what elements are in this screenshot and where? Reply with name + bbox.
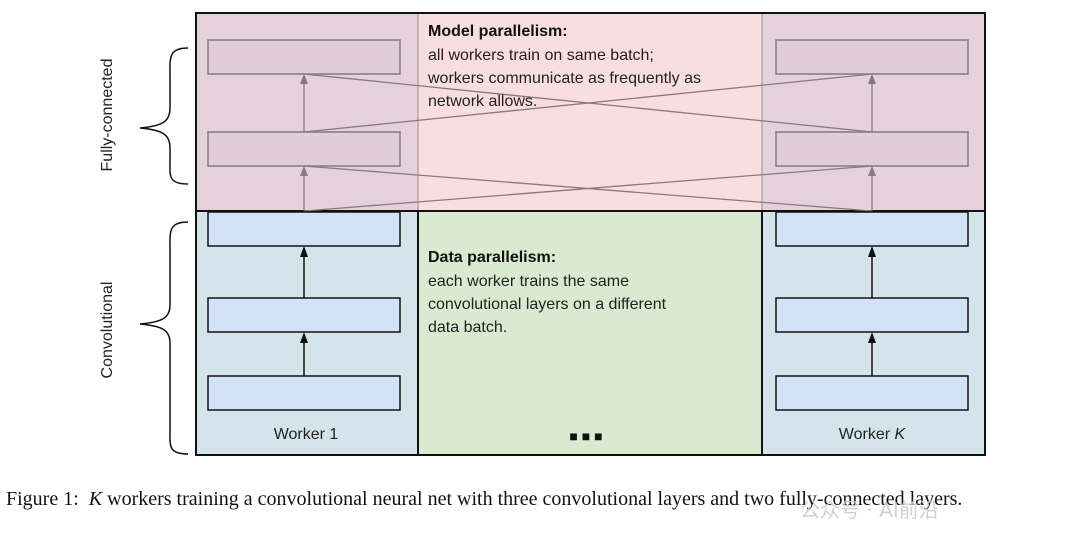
fc-vertical-arrows xyxy=(303,82,873,211)
conv-worker-k-column xyxy=(762,211,985,455)
convolutional-brace xyxy=(139,221,189,455)
conv-layer-2-worker-k xyxy=(775,297,969,333)
data-parallelism-heading: Data parallelism: xyxy=(428,249,556,266)
fc-layer-2-worker-k xyxy=(775,39,969,75)
conv-layer-3-worker-1 xyxy=(207,211,401,247)
caption-var: K xyxy=(88,488,103,510)
conv-layer-2-worker-1 xyxy=(207,297,401,333)
worker-k-var: K xyxy=(895,426,907,443)
data-parallelism-line-2: convolutional layers on a different xyxy=(428,296,667,313)
fully-connected-label: Fully-connected xyxy=(99,59,116,172)
worker-1-label: Worker 1 xyxy=(274,426,339,443)
data-parallelism-line-3: data batch. xyxy=(428,319,507,336)
caption-text: workers training a convolutional neural … xyxy=(102,488,963,510)
worker-k-prefix: Worker xyxy=(839,426,895,443)
worker-ellipsis: ■ ■ ■ xyxy=(569,428,602,444)
convolutional-label: Convolutional xyxy=(99,282,116,379)
fc-layer-2-worker-1 xyxy=(207,39,401,75)
model-parallelism-line-2: workers communicate as frequently as xyxy=(427,70,701,87)
fc-arrowheads xyxy=(300,74,876,176)
fc-cross-connections xyxy=(303,73,873,212)
conv-layer-1-worker-1 xyxy=(207,375,401,411)
conv-layer-1-worker-k xyxy=(775,375,969,411)
fc-layer-1-worker-1 xyxy=(207,131,401,167)
conv-vertical-arrows xyxy=(303,254,873,376)
fully-connected-brace xyxy=(139,47,189,185)
model-parallelism-line-3: network allows. xyxy=(428,93,537,110)
data-parallelism-line-1: each worker trains the same xyxy=(428,273,629,290)
caption-label: Figure 1: xyxy=(6,488,79,510)
fc-layer-1-worker-k xyxy=(775,131,969,167)
worker-k-label: Worker K xyxy=(839,426,907,443)
conv-layer-3-worker-k xyxy=(775,211,969,247)
figure-caption: Figure 1: K workers training a convoluti… xyxy=(6,487,1076,512)
conv-arrowheads xyxy=(300,246,876,343)
model-parallelism-line-1: all workers train on same batch; xyxy=(428,47,654,64)
model-parallelism-heading: Model parallelism: xyxy=(428,23,568,40)
conv-worker-1-column xyxy=(196,211,418,455)
data-parallel-middle xyxy=(418,211,762,455)
outer-border xyxy=(195,12,986,456)
watermark: 公众号 · AI前沿 xyxy=(800,498,939,522)
